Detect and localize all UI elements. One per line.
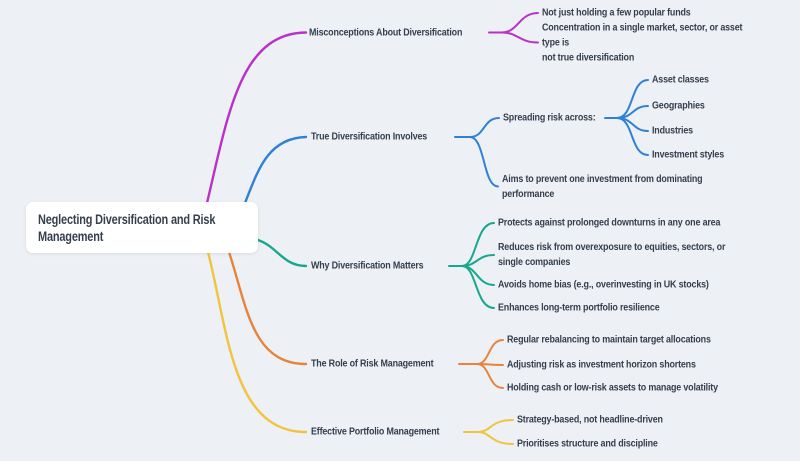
subtopic-protects-downturns[interactable]: Protects against prolonged downturns in …: [498, 216, 721, 229]
link-risk-child-3: [476, 363, 504, 389]
topic-true-diversification[interactable]: True Diversification Involves: [311, 130, 428, 143]
subtopic-geographies[interactable]: Geographies: [652, 99, 705, 112]
subtopic-avoids-home-bias[interactable]: Avoids home bias (e.g., overinvesting in…: [498, 278, 709, 291]
link-risk-child-1: [476, 339, 504, 365]
subtopic-holding-cash-low-risk[interactable]: Holding cash or low-risk assets to manag…: [507, 381, 718, 394]
subtopic-strategy-based[interactable]: Strategy-based, not headline-driven: [517, 413, 663, 426]
link-why-child-4: [461, 265, 495, 309]
branch-line-true-diversification: [243, 135, 308, 205]
topic-why-matters[interactable]: Why Diversification Matters: [311, 259, 424, 272]
subtopic-concentration-not-diversification[interactable]: Concentration in a single market, sector…: [542, 21, 743, 63]
subtopic-adjusting-risk-horizon[interactable]: Adjusting risk as investment horizon sho…: [507, 358, 696, 371]
subtopic-not-just-popular-funds[interactable]: Not just holding a few popular funds: [542, 6, 691, 19]
link-portfolio-child-2: [477, 431, 514, 445]
subtopic-spreading-risk-across[interactable]: Spreading risk across:: [503, 111, 596, 124]
subtopic-enhances-resilience[interactable]: Enhances long-term portfolio resilience: [498, 301, 660, 314]
root-topic-label: Neglecting Diversification and Risk Mana…: [38, 212, 216, 244]
link-spreading-child-investment-styles: [616, 117, 649, 156]
subtopic-asset-classes[interactable]: Asset classes: [652, 73, 709, 86]
branch-line-misconceptions: [205, 31, 308, 205]
subtopic-industries[interactable]: Industries: [652, 124, 693, 137]
subtopic-reduces-overexposure[interactable]: Reduces risk from overexposure to equiti…: [498, 241, 726, 268]
subtopic-regular-rebalancing[interactable]: Regular rebalancing to maintain target a…: [507, 333, 711, 346]
topic-misconceptions[interactable]: Misconceptions About Diversification: [309, 26, 463, 38]
link-true-div-child-1: [469, 117, 500, 138]
branch-line-portfolio-management: [206, 250, 308, 434]
branch-line-why-matters: [256, 238, 308, 268]
subtopic-prevent-dominating-performance[interactable]: Aims to prevent one investment from domi…: [502, 172, 703, 200]
root-topic-card[interactable]: Neglecting Diversification and Risk Mana…: [26, 202, 258, 253]
branch-line-risk-management: [227, 250, 308, 366]
link-misconceptions-child-1: [501, 12, 539, 34]
link-misconceptions-child-2: [501, 31, 539, 44]
topic-risk-management[interactable]: The Role of Risk Management: [311, 357, 434, 370]
link-true-div-child-2: [469, 136, 499, 188]
topic-portfolio-management[interactable]: Effective Portfolio Management: [311, 425, 440, 438]
subtopic-prioritises-structure[interactable]: Prioritises structure and discipline: [517, 437, 658, 450]
link-portfolio-child-1: [477, 419, 514, 433]
subtopic-investment-styles[interactable]: Investment styles: [652, 148, 725, 161]
